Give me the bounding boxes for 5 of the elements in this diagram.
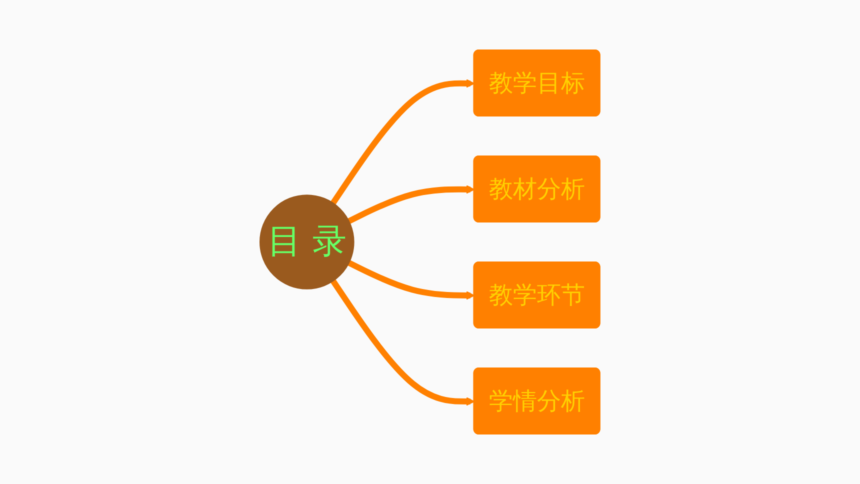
arrow bbox=[348, 185, 475, 224]
arrow bbox=[348, 260, 475, 300]
node-circle: 目 录 bbox=[260, 194, 354, 290]
arrow bbox=[330, 79, 475, 205]
arrow bbox=[330, 279, 475, 406]
